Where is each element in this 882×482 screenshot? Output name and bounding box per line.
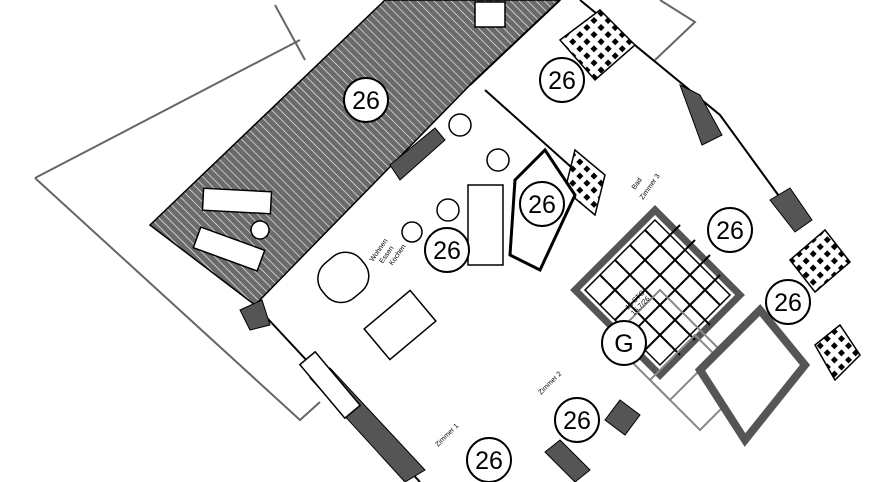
sun-loungers: [192, 187, 273, 272]
garage-marker-label: G: [614, 330, 633, 358]
room-label-room3: Zimmer 3: [639, 173, 662, 201]
furniture: [298, 1, 510, 420]
stair-core: [570, 205, 811, 447]
unit-marker: 26: [343, 77, 389, 123]
unit-marker-label: 26: [548, 67, 576, 95]
unit-marker: 26: [466, 437, 512, 482]
room-label-room2: Zimmer 2: [537, 370, 563, 396]
unit-marker: 26: [539, 57, 585, 103]
site-outline: [34, 0, 697, 422]
room-label-living: Wohnen Essen Kochen: [369, 233, 408, 273]
unit-marker: 26: [765, 279, 811, 325]
unit-marker-label: 26: [475, 447, 503, 475]
garage-marker: G: [601, 320, 647, 366]
unit-marker-label: 26: [528, 191, 556, 219]
unit-marker-label: 26: [774, 289, 802, 317]
unit-marker: 26: [554, 397, 600, 443]
room-label-room1: Zimmer 1: [434, 422, 460, 448]
unit-marker-label: 26: [433, 237, 461, 265]
unit-marker-label: 26: [716, 217, 744, 245]
unit-marker: 26: [519, 181, 565, 227]
unit-marker-label: 26: [563, 407, 591, 435]
unit-marker-label: 26: [352, 87, 380, 115]
room-label-bath: Bad: [631, 177, 644, 191]
unit-marker: 26: [707, 207, 753, 253]
unit-markers: 26 26 26 26 26 26 26 26 G: [343, 57, 811, 482]
unit-marker: 26: [424, 227, 470, 273]
